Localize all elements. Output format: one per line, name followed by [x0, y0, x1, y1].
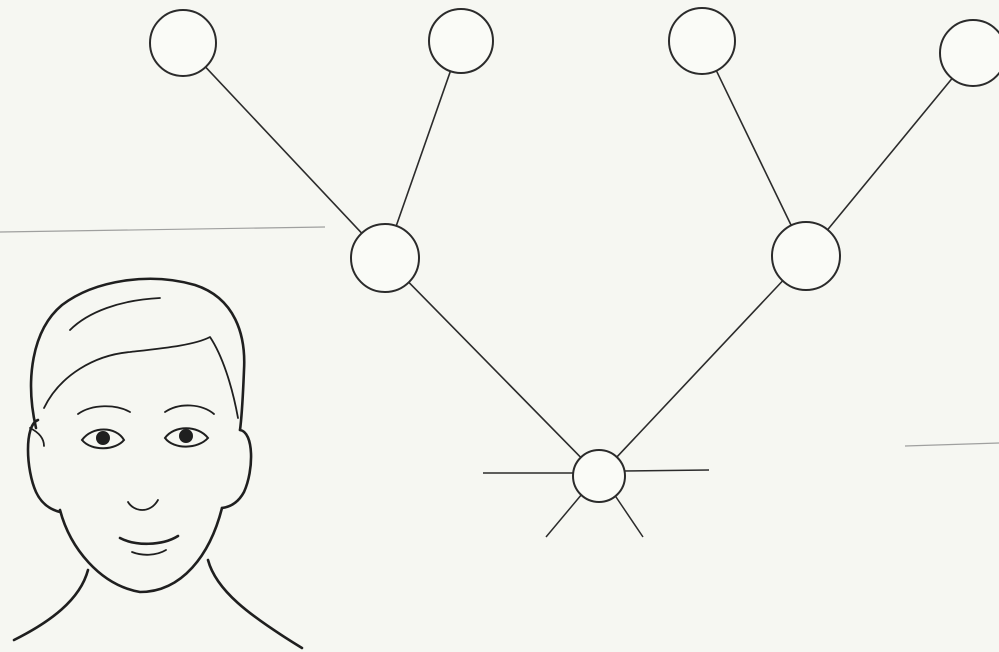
left-eyebrow — [78, 406, 130, 414]
node-branch-left — [351, 224, 419, 292]
root-ray-down-right — [614, 494, 643, 537]
hair-fringe — [44, 337, 238, 418]
node-root — [573, 450, 625, 502]
right-ear — [222, 430, 251, 508]
node-leaf-3 — [669, 8, 735, 74]
right-eyebrow — [165, 405, 214, 414]
hair-strand — [70, 298, 160, 330]
node-branch-right — [772, 222, 840, 290]
lower-lip — [132, 550, 166, 555]
node-leaf-2 — [429, 9, 493, 73]
scan-line-right — [905, 443, 999, 446]
root-ray-down-left — [546, 494, 582, 537]
mouth — [120, 536, 178, 544]
left-ear-mark — [30, 428, 44, 446]
node-leaf-1 — [150, 10, 216, 76]
hair-outline — [31, 279, 244, 430]
left-pupil — [96, 431, 110, 445]
edge-leaf-1-to-branch-left — [206, 67, 362, 233]
root-ray-right — [622, 470, 709, 471]
edge-leaf-4-to-branch-right — [828, 78, 952, 229]
node-leaf-4 — [940, 20, 999, 86]
left-ear — [28, 420, 60, 512]
edge-leaf-2-to-branch-left — [396, 71, 450, 226]
right-pupil — [179, 429, 193, 443]
edge-branch-right-to-root — [617, 281, 783, 457]
face-illustration — [14, 279, 302, 648]
neck-left — [14, 570, 88, 640]
nose — [128, 500, 158, 510]
scan-line-left — [0, 227, 325, 232]
neck-right — [208, 560, 302, 648]
tree-nodes — [150, 8, 999, 502]
edge-leaf-3-to-branch-right — [716, 71, 791, 226]
edge-branch-left-to-root — [409, 282, 581, 457]
